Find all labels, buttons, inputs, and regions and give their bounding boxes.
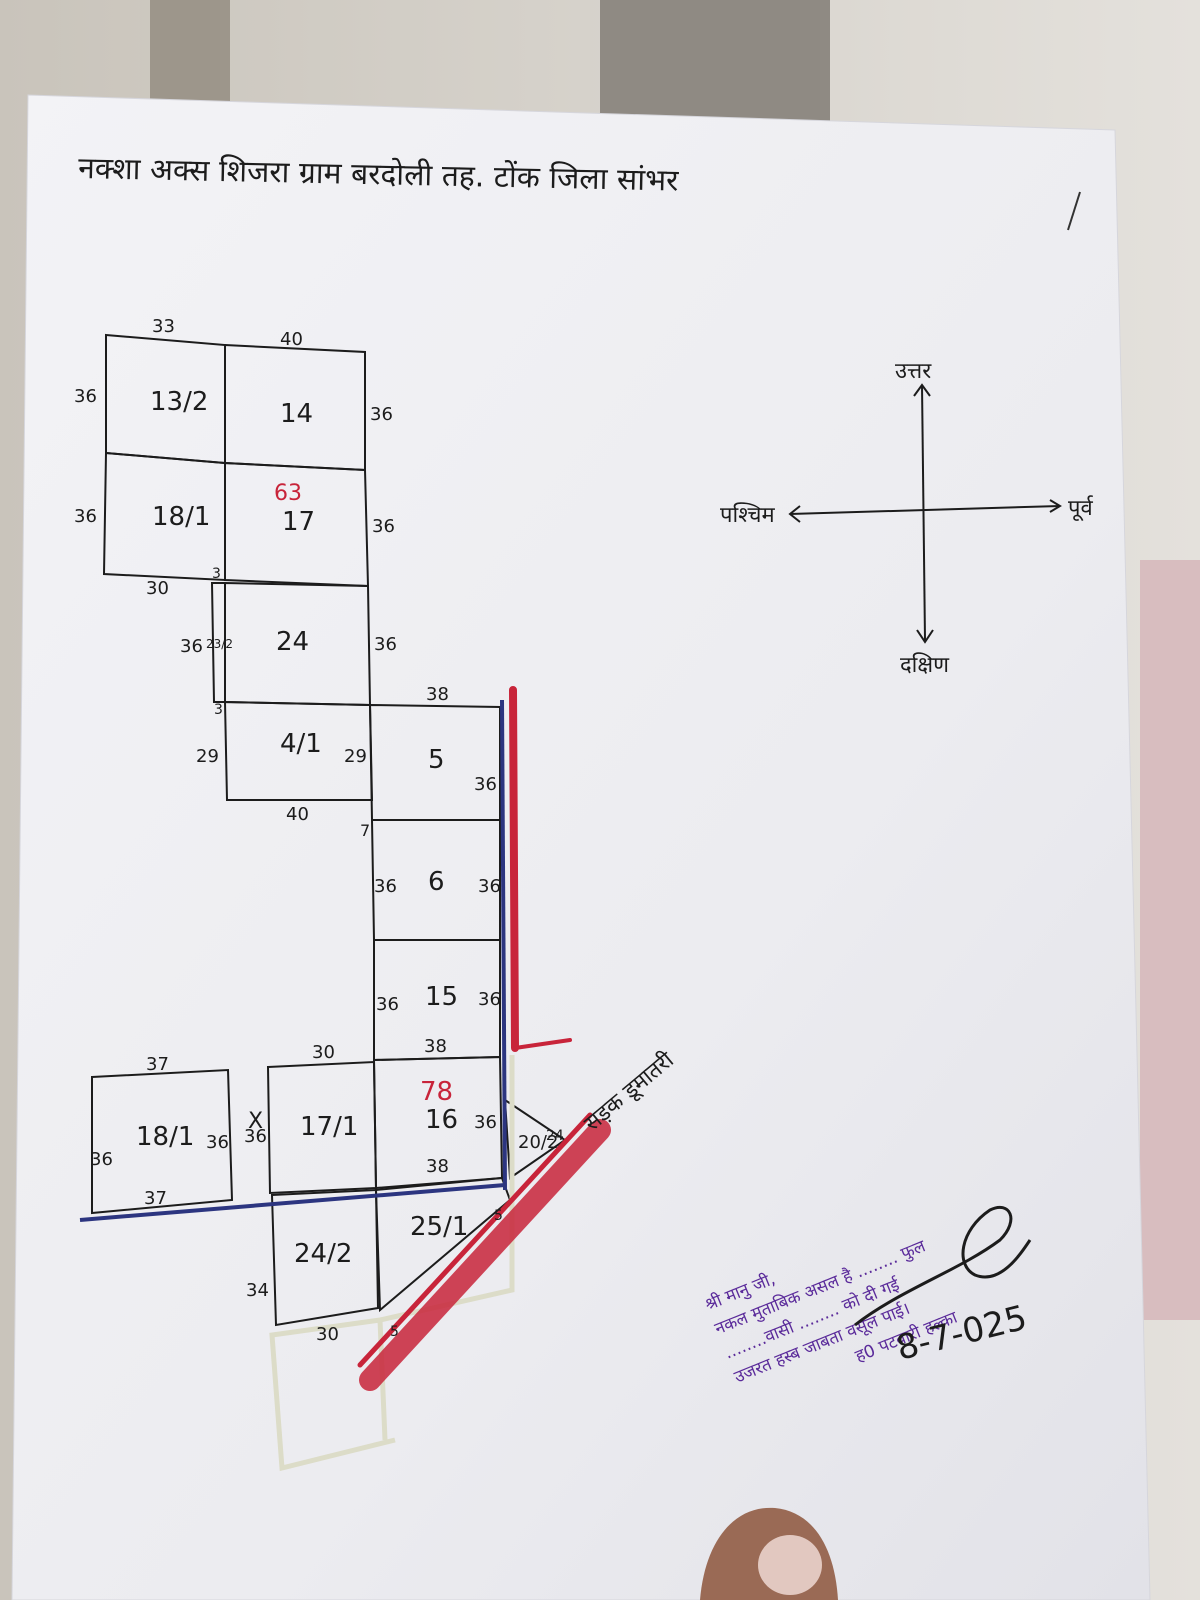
compass-east-label: पूर्व [1068,495,1094,522]
measurement: 33 [152,316,175,337]
mark-23-2: 23/2 [206,637,233,651]
blue-boundary [79,699,507,1222]
plot-18-1-lower-boundary [91,1068,234,1215]
plot-17-1-boundary [266,1060,378,1195]
measurement: 37 [144,1188,167,1209]
measurement: 30 [316,1324,339,1345]
measurement: 38 [426,1156,449,1177]
measurement: 40 [286,804,309,825]
measurement: 36 [74,506,97,527]
plot-number: 18/1 [152,502,210,532]
mark-3: 3 [212,566,221,582]
plot-number: 5 [428,745,445,775]
plot-20-2-boundary [503,1098,567,1180]
signature [854,1205,1032,1327]
plot-number: 6 [428,867,445,897]
mark-7: 7 [360,821,370,840]
plot-number: 13/2 [150,387,208,417]
plot-24-2-boundary [270,1188,380,1327]
mark-78-red: 78 [420,1077,453,1107]
background-furniture-left [150,0,230,110]
plot-number: 4/1 [280,729,322,759]
measurement: 36 [180,636,203,657]
plot-number: 25/1 [410,1212,468,1242]
measurement: 29 [196,746,219,767]
measurement: 36 [474,1112,497,1133]
compass-north-label: उत्तर [895,359,932,384]
measurement: 36 [206,1132,229,1153]
measurement: 30 [146,578,169,599]
measurement: 40 [280,329,303,350]
measurement: 34 [246,1280,269,1301]
measurement: 36 [244,1126,267,1147]
measurement: 38 [424,1036,447,1057]
mark-5: 5 [390,1324,399,1340]
certification-stamp: श्री मानु जी, नकल मुताबिक असल है .......… [702,1235,961,1387]
measurement: 36 [90,1149,113,1170]
paper-sheet [11,94,1151,1600]
small-marks: 3 23/2 3 7 5 5 24 X 63 78 [206,481,564,1340]
background-pink-cloth [1140,560,1200,1320]
measurement: 36 [370,404,393,425]
measurement: 36 [474,774,497,795]
measurement: 36 [478,876,501,897]
measurement: 30 [312,1042,335,1063]
measurement: 37 [146,1054,169,1075]
measurement: 29 [344,746,367,767]
measurement: 36 [374,634,397,655]
mark-x: X [248,1109,263,1134]
measurement: 36 [74,386,97,407]
compass-west-label: पश्चिम [720,502,776,528]
mark-63-red: 63 [274,481,302,506]
measurement: 36 [478,989,501,1010]
thumbnail [758,1535,822,1595]
mark-24: 24 [546,1128,564,1144]
measurement: 38 [426,684,449,705]
plot-number: 24/2 [294,1239,352,1269]
title-tick-mark [1067,191,1081,231]
plot-number: 17 [282,507,315,537]
side-measurements: 33 36 40 36 36 30 36 36 36 29 29 40 38 3… [74,316,501,1345]
mark-5: 5 [494,1208,503,1224]
plot-number: 20/2 [518,1132,558,1153]
mark-3: 3 [214,702,223,718]
red-road [357,686,611,1391]
plot-number: 17/1 [300,1112,358,1142]
compass [788,383,1062,644]
measurement: 36 [376,994,399,1015]
plot-number: 14 [280,399,313,429]
compass-south-label: दक्षिण [900,652,950,678]
plot-number: 16 [425,1105,458,1135]
plot-numbers: 13/2 14 18/1 17 24 4/1 5 6 15 16 17/1 18… [136,387,558,1269]
plot-number: 18/1 [136,1122,194,1152]
plot-number: 24 [276,627,309,657]
measurement: 36 [374,876,397,897]
measurement: 36 [372,516,395,537]
plot-number: 15 [425,982,458,1012]
